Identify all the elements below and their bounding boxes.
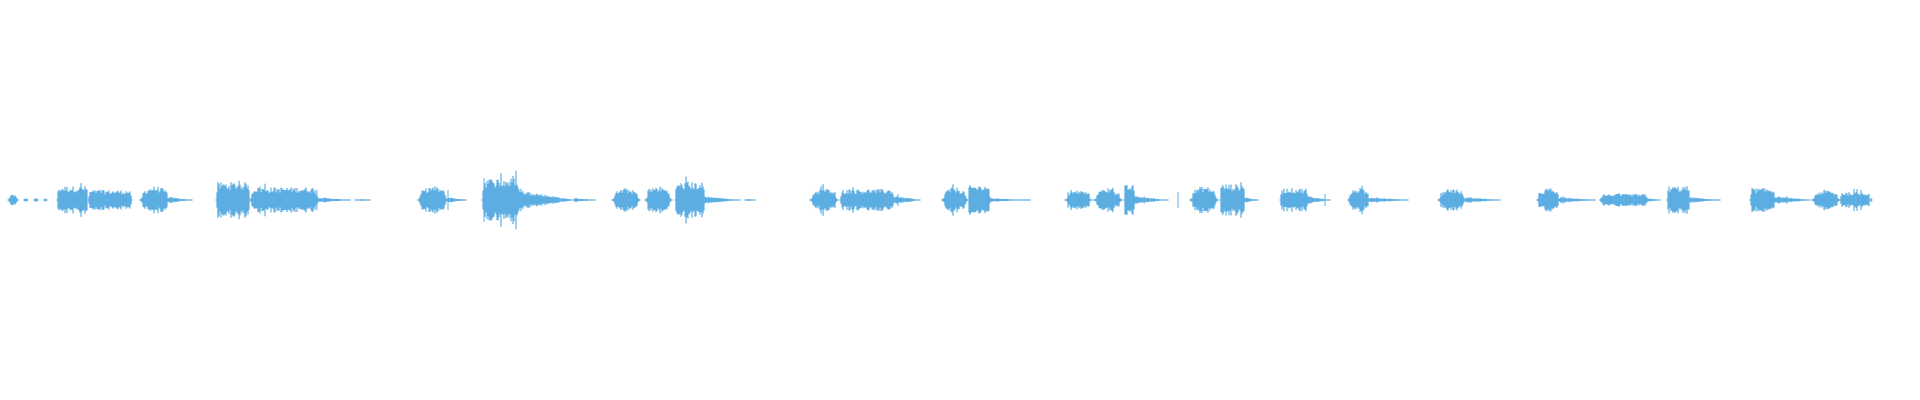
waveform-bars	[7, 170, 1873, 230]
